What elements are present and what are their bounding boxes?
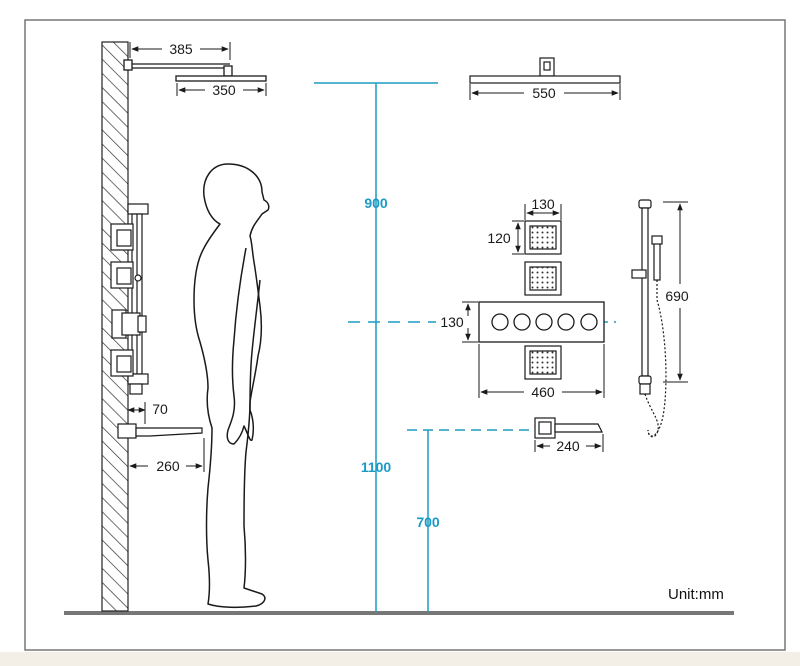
dim-jet-width [524,204,562,220]
label-tub-length: 260 [156,458,180,474]
label-head-side: 350 [212,82,236,98]
side-slide-bar [127,203,149,395]
label-spout-projection: 70 [152,401,168,417]
side-tub-spout [117,423,203,439]
dim-spout-projection [127,402,146,424]
dim-tub-length [129,438,205,472]
front-body-jet-bottom [524,345,562,380]
valve-height-label-bg [436,314,466,330]
dim-valve-width [478,344,605,398]
floor-line [64,611,734,615]
label-head-height: 900 [364,195,388,211]
height-guide-spout [407,429,532,612]
dim-jet-height [512,220,524,255]
dim-head-front [469,84,621,100]
label-head-front: 550 [532,85,556,101]
valve-handles [491,313,598,331]
dim-arm-length [129,42,231,60]
label-spout-height: 700 [416,514,440,530]
label-arm-length: 385 [169,41,193,57]
height-guide-head [314,82,438,612]
side-thermostatic-valve [111,309,147,339]
front-shower-head [469,57,621,84]
side-body-jets [110,223,134,377]
front-tub-spout [534,417,603,439]
front-body-jet-middle [524,261,562,296]
label-valve-height: 1100 [361,459,392,475]
slide-rail [631,199,667,438]
label-valve-width: 460 [531,384,555,400]
frame-border [24,19,786,651]
label-spout-width: 240 [556,438,580,454]
label-jet-width: 130 [531,196,555,212]
label-valve-height-dim: 130 [440,314,464,330]
human-arm [226,247,261,445]
unit-label: Unit:mm [668,586,724,603]
human-figure [193,163,270,609]
label-rail-height: 690 [665,288,689,304]
label-jet-height: 120 [487,230,511,246]
dim-valve-height [462,301,478,343]
side-shower-head [123,59,267,82]
dim-spout-width [534,434,604,452]
front-body-jet-top [524,220,562,255]
dim-head-side [176,83,267,96]
dim-rail-height [663,201,688,383]
bottom-strip [0,652,800,666]
